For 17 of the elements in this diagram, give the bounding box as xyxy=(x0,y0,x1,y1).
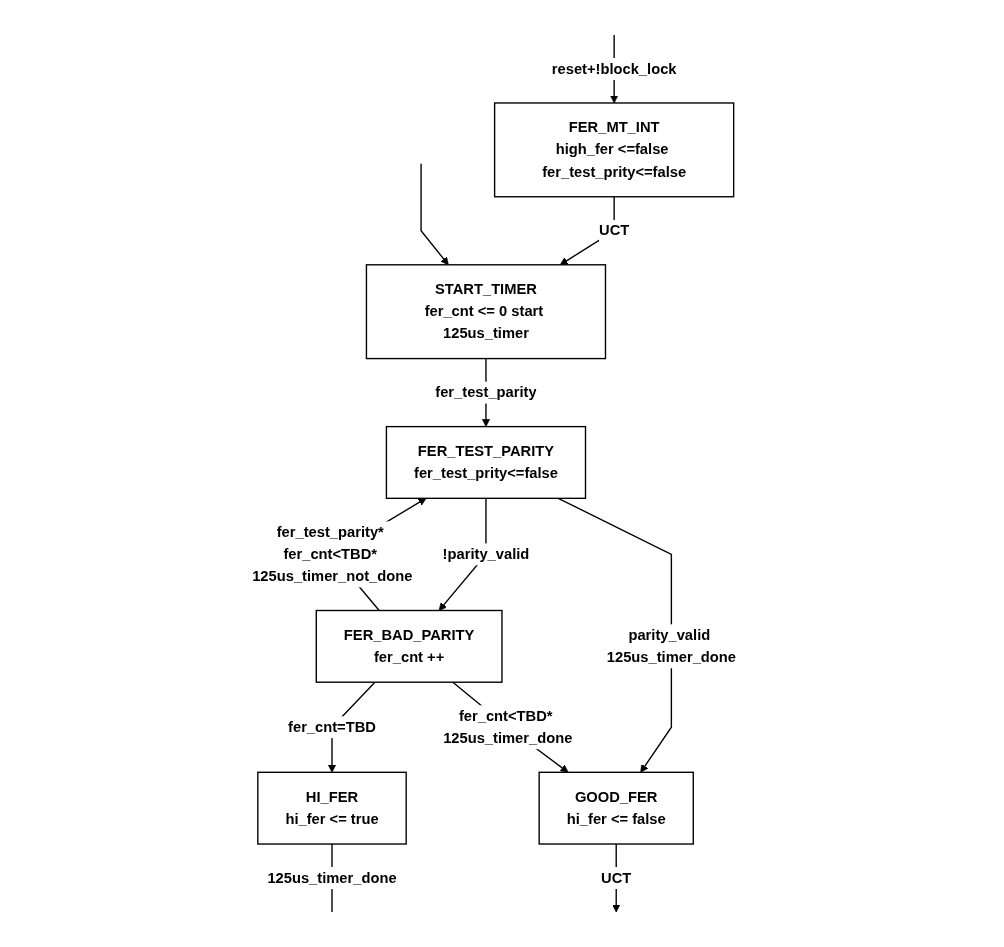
edge-label: parity_valid 125us_timer_done xyxy=(606,627,737,665)
edge-label: reset+!block_lock xyxy=(551,60,677,77)
arrow xyxy=(420,162,449,266)
edge-label: UCT xyxy=(601,869,632,886)
edge-label: UCT xyxy=(599,222,630,239)
node-box: FER_BAD_PARITY fer_cnt ++ xyxy=(315,609,503,683)
node-box: GOOD_FER hi_fer <= false xyxy=(538,771,695,845)
node-box: FER_MT_INT high_fer <=false fer_test_prity<=false xyxy=(494,102,735,198)
edge-label: fer_test_parity* fer_cnt<TBD* 125us_timer_not_done xyxy=(252,524,413,584)
edge-label: fer_cnt=TBD xyxy=(288,718,377,735)
edge-label: !parity_valid xyxy=(442,546,530,562)
edge-label: 125us_timer_done xyxy=(267,869,397,886)
node-box: FER_TEST_PARITY fer_test_prity<=false xyxy=(385,425,587,499)
edge-label: fer_cnt<TBD* 125us_timer_done xyxy=(443,707,573,746)
node-box: HI_FER hi_fer <= true xyxy=(257,771,407,845)
node-box: START_TIMER fer_cnt <= 0 start 125us_timer xyxy=(365,264,607,360)
edge-label: fer_test_parity xyxy=(435,384,537,400)
